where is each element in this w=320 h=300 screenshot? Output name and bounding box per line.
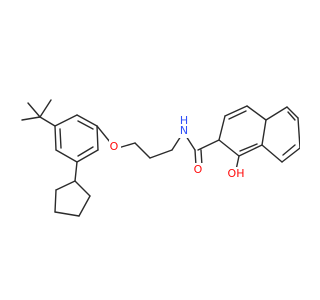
atom-oxygen-carbonyl: O — [194, 163, 206, 176]
bond — [261, 144, 283, 163]
bond — [297, 117, 300, 149]
bond — [39, 116, 56, 127]
oxygen-carbonyl-label: O — [194, 163, 203, 176]
bond — [55, 180, 76, 191]
label-background — [178, 118, 190, 138]
bonds — [21, 99, 300, 217]
label-background — [226, 167, 248, 180]
label-background — [194, 163, 206, 176]
bond — [54, 114, 78, 127]
molecule-structure: O H N O OH — [21, 99, 300, 217]
hydrogen-amide-label: H — [180, 114, 188, 127]
bond — [96, 125, 99, 151]
bond — [246, 105, 267, 121]
bond — [238, 144, 263, 157]
bond — [76, 149, 99, 163]
bond — [78, 195, 91, 217]
oxygen-ether-label: O — [110, 140, 119, 153]
bond — [134, 142, 151, 159]
bond — [77, 120, 94, 130]
label-background — [109, 140, 121, 153]
bond — [77, 146, 94, 157]
atom-labels: O H N O OH — [109, 114, 248, 180]
bond — [21, 116, 41, 121]
bond — [27, 102, 41, 118]
bond — [54, 189, 57, 213]
atom-oxygen-ether: O — [109, 140, 121, 153]
bond — [74, 180, 91, 197]
bond — [55, 149, 78, 163]
bond — [54, 211, 80, 217]
bond — [218, 139, 240, 157]
atom-nitrogen-amide: H N — [178, 114, 190, 138]
bond — [261, 119, 267, 146]
structure-canvas: O H N O OH — [21, 99, 300, 217]
bond — [54, 125, 57, 151]
bond — [171, 135, 182, 151]
bond — [228, 110, 247, 120]
bond — [286, 106, 299, 119]
bond — [185, 135, 196, 151]
hydroxyl-label: OH — [228, 167, 245, 180]
bond — [76, 114, 98, 127]
bond — [96, 125, 111, 143]
bond — [39, 99, 52, 118]
bond — [287, 111, 296, 121]
bond — [281, 147, 300, 163]
bond — [282, 144, 296, 156]
bond — [74, 161, 78, 182]
nitrogen-amide-label: N — [180, 124, 188, 137]
bond — [265, 106, 288, 121]
atom-hydroxyl: OH — [226, 167, 248, 180]
bond — [149, 149, 173, 159]
bond — [197, 139, 220, 151]
bond — [218, 115, 226, 141]
bond — [239, 143, 258, 152]
bond — [59, 128, 62, 149]
bond — [224, 105, 248, 117]
